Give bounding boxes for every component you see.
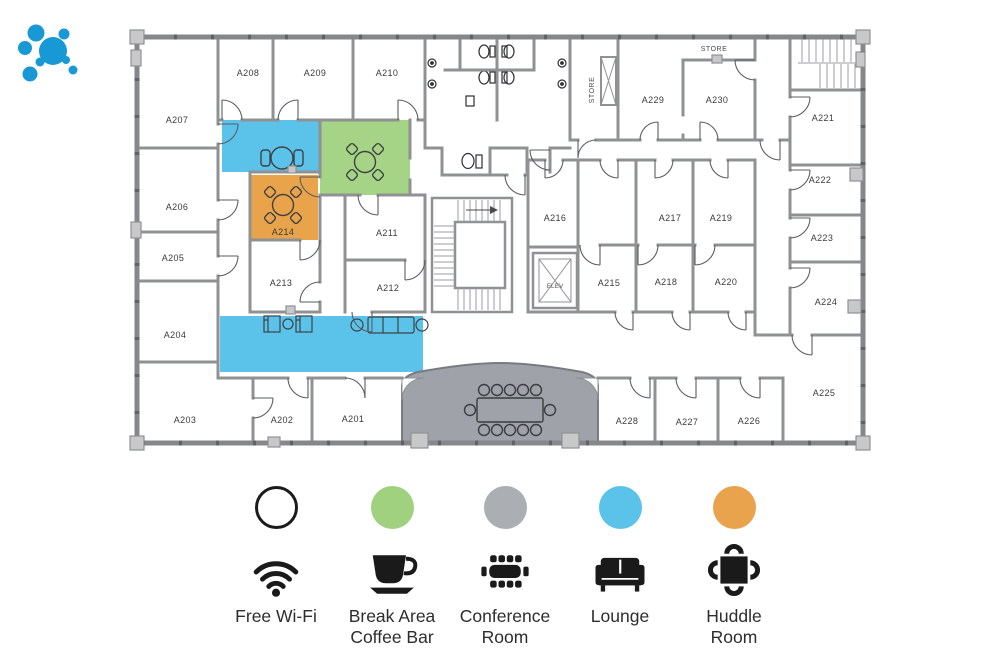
legend-item-conference-room: Conference Room (439, 486, 571, 649)
legend-label: Conference Room (460, 606, 550, 649)
legend-item-lounge: Lounge (554, 486, 686, 627)
legend-label: Free Wi-Fi (235, 606, 317, 627)
logo-circle (35, 57, 45, 67)
conference-door-cut-left (401, 377, 425, 401)
interior-walls (135, 35, 865, 445)
restroom-fixtures (427, 44, 567, 170)
room-label-a211: A211 (376, 228, 398, 238)
room-label-a207: A207 (166, 115, 189, 125)
logo-circle (58, 28, 70, 40)
outer-walls (134, 34, 866, 446)
legend-label-line1: Huddle (706, 606, 762, 626)
elevator-label: ELEV (547, 283, 564, 290)
room-label-a203: A203 (174, 415, 197, 425)
elevator (531, 251, 579, 310)
room-label-a227: A227 (676, 417, 699, 427)
room-label-a225: A225 (813, 388, 836, 398)
main-stairwell (430, 196, 514, 314)
wifi-icon (247, 539, 305, 599)
store-label-vertical: STORE (589, 77, 596, 104)
logo-circle (18, 41, 32, 55)
room-label-a230: A230 (706, 95, 729, 105)
zone-lounge-large (220, 316, 423, 372)
legend-label: Huddle Room (706, 606, 761, 649)
coffee-cup-icon (363, 539, 421, 599)
room-label-a212: A212 (377, 283, 400, 293)
highlight-zones (220, 120, 599, 444)
break-table-4-chairs (345, 142, 385, 182)
top-right-stairs (798, 38, 858, 88)
legend-circle-huddle-room (712, 486, 756, 529)
zone-break-area (320, 120, 410, 195)
conference-table-chairs (463, 383, 557, 437)
room-label-a206: A206 (166, 202, 189, 212)
zone-huddle-room (250, 175, 318, 240)
lounge-furniture (263, 315, 429, 334)
legend-label: Lounge (591, 606, 649, 627)
legend-label-line1: Break Area (348, 606, 436, 626)
room-label-a205: A205 (162, 253, 185, 263)
room-label-a209: A209 (304, 68, 327, 78)
room-label-a213: A213 (270, 278, 293, 288)
lounge-table-2-chairs (260, 146, 304, 170)
legend-item-break-area: Break Area Coffee Bar (326, 486, 458, 649)
legend-label: Break Area Coffee Bar (349, 606, 436, 649)
room-label-a208: A208 (237, 68, 260, 78)
logo-circle (62, 56, 70, 64)
furniture (260, 38, 858, 437)
logo-circle (22, 66, 38, 82)
room-label-a215: A215 (598, 278, 621, 288)
zone-lounge-small (222, 120, 320, 172)
legend-label-line1: Conference (459, 606, 551, 626)
legend-circle-conference-room (483, 486, 527, 529)
room-label-a229: A229 (642, 95, 665, 105)
room-label-a223: A223 (811, 233, 834, 243)
store-label-top: STORE (701, 46, 728, 53)
room-label-a220: A220 (715, 277, 738, 287)
logo-circle (39, 37, 67, 65)
legend-item-huddle-room: Huddle Room (668, 486, 800, 649)
legend-label-line2: Room (481, 627, 529, 648)
logo-circle (27, 24, 45, 42)
legend-label-line2: Coffee Bar (350, 627, 434, 648)
legend-circle-free-wifi (254, 486, 298, 529)
sofa-icon (590, 539, 650, 599)
door-swings (217, 59, 813, 419)
room-label-a214: A214 (272, 227, 295, 237)
legend-circle-lounge (598, 486, 642, 529)
special-labels: STORE STORE ELEV (547, 46, 728, 290)
room-labels: A201 A202 A203 A204 A205 A206 A207 A208 A209 A210… (162, 68, 838, 427)
legend-circle-break-area (370, 486, 414, 529)
room-label-a224: A224 (815, 297, 838, 307)
room-label-a218: A218 (655, 277, 678, 287)
room-label-a222: A222 (809, 175, 832, 185)
legend-label-line1: Free Wi-Fi (235, 606, 317, 626)
legend-item-free-wifi: Free Wi-Fi (210, 486, 342, 627)
room-label-a201: A201 (342, 414, 365, 424)
conference-table-icon (475, 539, 535, 599)
huddle-table-icon (705, 539, 763, 599)
room-label-a226: A226 (738, 416, 761, 426)
legend-label-line2: Room (710, 627, 758, 648)
room-label-a202: A202 (271, 415, 294, 425)
huddle-table-4-chairs (263, 185, 303, 225)
room-label-a210: A210 (376, 68, 399, 78)
room-label-a228: A228 (616, 416, 639, 426)
service-shaft (600, 56, 617, 106)
room-label-a204: A204 (164, 330, 187, 340)
pillars (129, 29, 871, 451)
logo-circle (68, 65, 78, 75)
conference-door-cut-right (575, 377, 599, 401)
room-label-a221: A221 (812, 113, 835, 123)
room-label-a219: A219 (710, 213, 733, 223)
legend-label-line1: Lounge (590, 606, 650, 626)
room-label-a216: A216 (544, 213, 567, 223)
logo (18, 24, 78, 82)
room-label-a217: A217 (659, 213, 682, 223)
